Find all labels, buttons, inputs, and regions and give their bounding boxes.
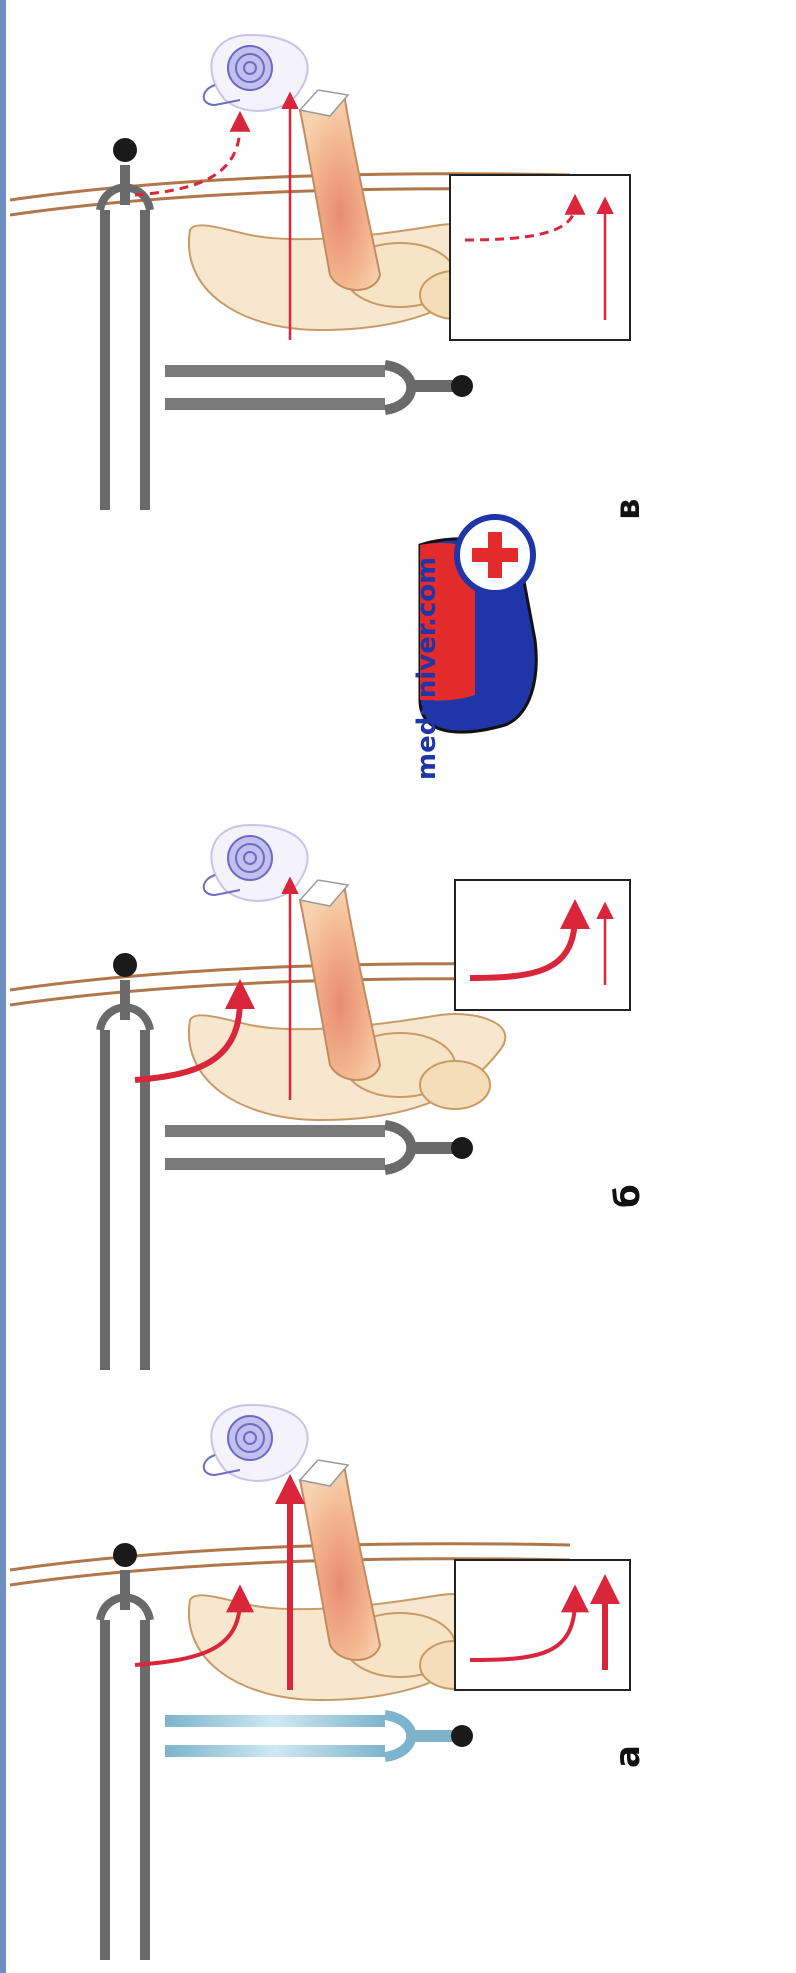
panel-c [10,35,630,510]
panel-a [10,1405,630,1960]
tuning-fork-icon [165,1715,473,1757]
tuning-fork-icon [165,365,473,410]
legend-box [450,175,630,340]
panel-label-a: а [608,1728,648,1768]
left-accent-bar [0,0,6,1973]
panel-label-b: б [608,1168,648,1208]
tuning-fork-icon [165,1125,473,1170]
panel-b [10,825,630,1370]
watermark-text: meduniver.com [412,630,442,780]
panel-label-c: в [608,480,648,520]
tuning-fork-icon [100,1543,150,1960]
tuning-fork-icon [100,953,150,1370]
